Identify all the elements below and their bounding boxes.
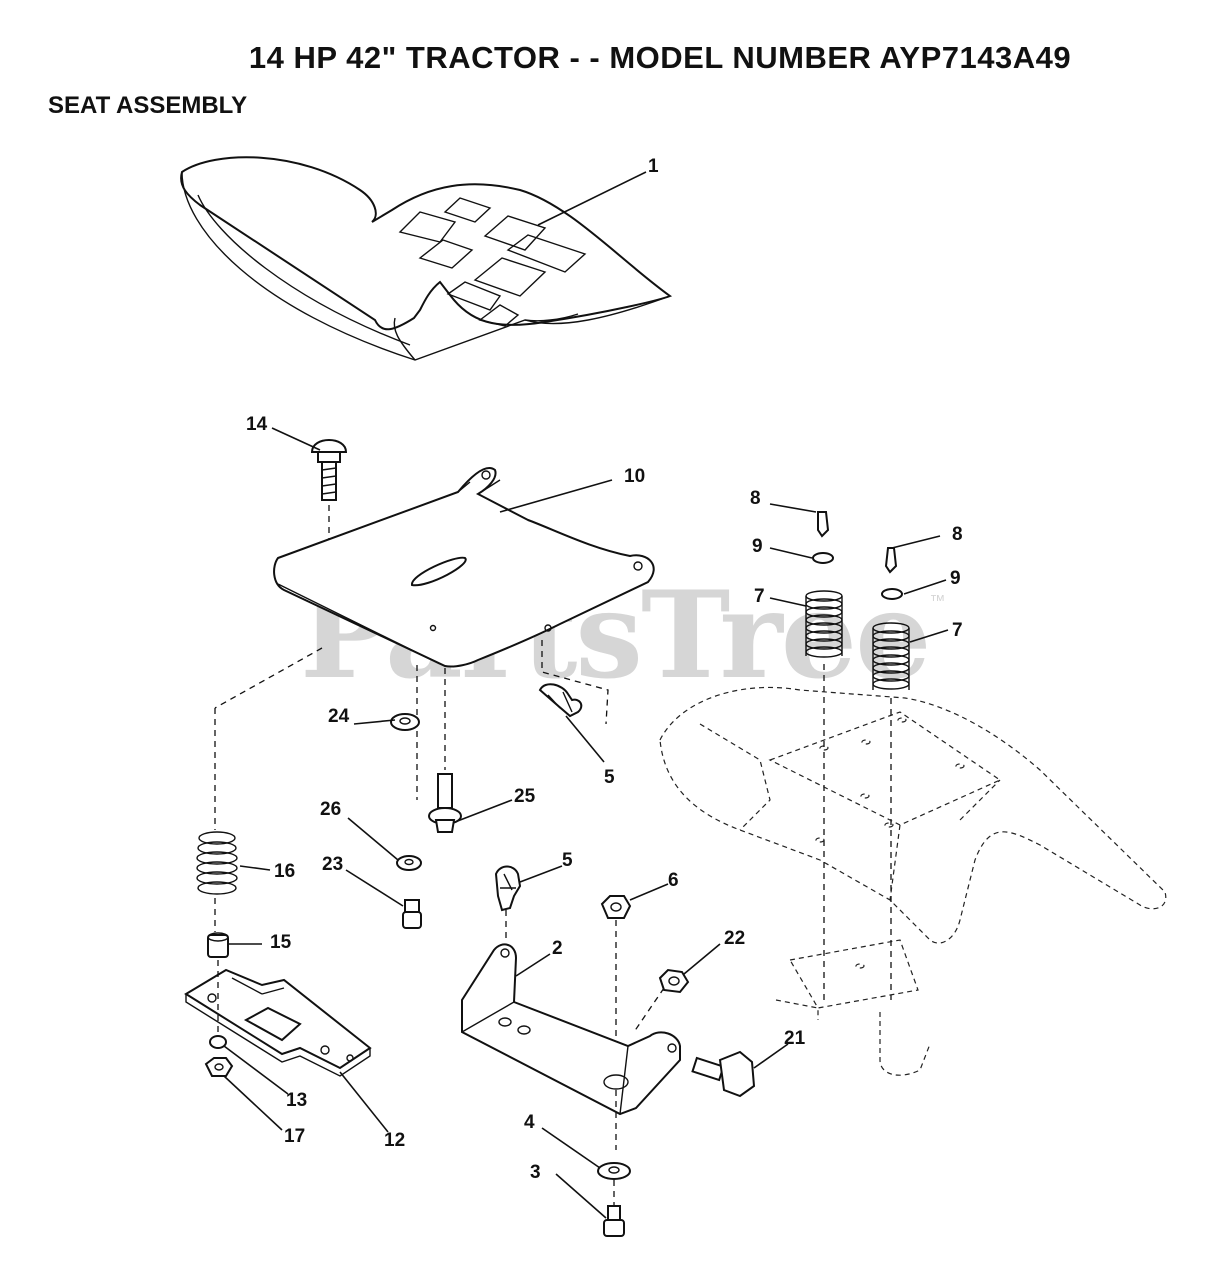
callout-3: 3	[530, 1162, 541, 1183]
callout-25: 25	[514, 786, 536, 807]
washer-9-right-part[interactable]	[881, 588, 903, 600]
callout-8-left: 8	[750, 488, 761, 509]
washer-26-part[interactable]	[396, 855, 422, 871]
bolt-3-part[interactable]	[603, 1205, 625, 1237]
cotter-pin-8-left-part[interactable]	[817, 511, 830, 538]
callout-15: 15	[270, 932, 292, 953]
spring-7-left-part[interactable]	[805, 590, 843, 658]
washer-9-left-part[interactable]	[812, 552, 834, 564]
callout-17: 17	[284, 1126, 305, 1147]
callout-6: 6	[668, 870, 679, 891]
callout-21: 21	[784, 1028, 806, 1049]
callout-24: 24	[328, 706, 350, 727]
bushing-13-part[interactable]	[209, 1035, 227, 1049]
callout-5-upper: 5	[604, 767, 615, 788]
callout-9-left: 9	[752, 536, 763, 557]
clip-lower-part[interactable]	[494, 865, 522, 912]
clip-upper-part[interactable]	[538, 683, 583, 718]
shoulder-bolt-21-part[interactable]	[691, 1050, 756, 1098]
nut-6-part[interactable]	[600, 895, 632, 919]
callout-8-right: 8	[952, 524, 963, 545]
callout-12: 12	[384, 1130, 405, 1151]
callout-numbers: 1 14 10 8 9 8 7 9 7 24 5 25 26 16 23 5 6…	[246, 156, 963, 1183]
spacer-15-part[interactable]	[207, 932, 229, 958]
callout-26: 26	[320, 799, 341, 820]
washer-24-part[interactable]	[390, 713, 420, 731]
callout-4: 4	[524, 1112, 535, 1133]
cotter-pin-8-right-part[interactable]	[884, 547, 898, 574]
bolt-23-part[interactable]	[402, 899, 422, 929]
callout-9-right: 9	[950, 568, 961, 589]
watermark-trademark: ™	[929, 593, 945, 610]
callout-5-lower: 5	[562, 850, 573, 871]
bracket-2-part[interactable]	[461, 943, 681, 1116]
spring-7-right-part[interactable]	[872, 622, 910, 690]
callout-2: 2	[552, 938, 563, 959]
chassis-reference-outline	[659, 686, 1167, 1076]
callout-leader-lines	[223, 171, 949, 1219]
seat-part[interactable]	[180, 156, 673, 361]
callout-13: 13	[286, 1090, 307, 1111]
callout-22: 22	[724, 928, 745, 949]
nut-22-part[interactable]	[658, 968, 690, 994]
callout-10: 10	[624, 466, 645, 487]
washer-4-part[interactable]	[597, 1162, 631, 1180]
callout-7-left: 7	[754, 586, 765, 607]
page-title: 14 HP 42" TRACTOR - - MODEL NUMBER AYP71…	[248, 40, 1072, 75]
callout-23: 23	[322, 854, 343, 875]
seat-pan-part[interactable]	[273, 467, 655, 668]
pivot-plate-12-part[interactable]	[184, 968, 372, 1077]
callout-16: 16	[274, 861, 295, 882]
callout-1: 1	[648, 156, 659, 177]
nut-17-part[interactable]	[204, 1057, 234, 1077]
shoulder-bolt-25-part[interactable]	[428, 773, 462, 833]
spring-16-part[interactable]	[196, 831, 238, 895]
callout-14: 14	[246, 414, 268, 435]
section-title: SEAT ASSEMBLY	[48, 92, 248, 119]
callout-7-right: 7	[952, 620, 963, 641]
